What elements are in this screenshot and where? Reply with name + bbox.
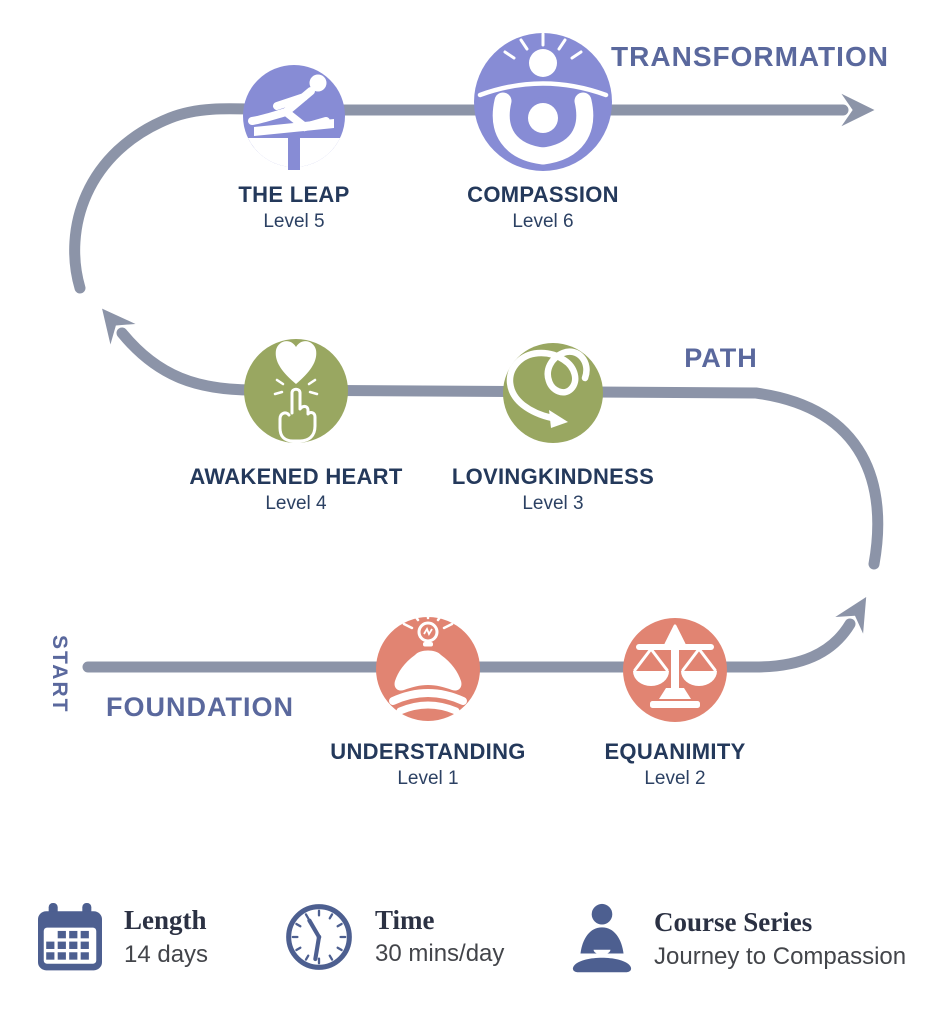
level-label-equanimity: EQUANIMITY Level 2: [575, 739, 775, 790]
lovingkindness-circle: [503, 343, 603, 443]
level-title: COMPASSION: [467, 182, 619, 207]
level-title: AWAKENED HEART: [189, 464, 403, 489]
node-understanding: [376, 608, 480, 721]
node-the-leap: [243, 65, 345, 170]
series-value: Journey to Compassion: [654, 942, 907, 970]
level-number: Level 4: [265, 493, 327, 514]
level-title: EQUANIMITY: [604, 739, 746, 764]
stage-label-path: PATH: [684, 343, 758, 373]
node-awakened-heart: [244, 339, 348, 454]
level-label-awakened-heart: AWAKENED HEART Level 4: [171, 464, 421, 515]
level-label-compassion: COMPASSION Level 6: [443, 182, 643, 233]
stage-label-start: START: [48, 635, 71, 714]
level-number: Level 5: [263, 211, 325, 232]
length-value: 14 days: [124, 940, 209, 968]
node-lovingkindness: [503, 343, 603, 443]
meditating-person-icon: [572, 903, 632, 973]
balance-scales-icon: [633, 624, 717, 708]
awakened-heart-circle: [244, 339, 348, 443]
node-compassion: [474, 32, 612, 171]
path-segment-foundation: [82, 597, 867, 673]
level-number: Level 6: [512, 211, 574, 232]
path-segment-path: [102, 308, 884, 570]
level-title: UNDERSTANDING: [330, 739, 526, 764]
hurdler-icon: [248, 74, 340, 170]
clock-icon: [286, 904, 352, 970]
level-label-lovingkindness: LOVINGKINDNESS Level 3: [428, 464, 678, 515]
node-equanimity: [623, 618, 727, 722]
level-number: Level 2: [644, 768, 706, 789]
level-label-the-leap: THE LEAP Level 5: [194, 182, 394, 233]
stage-label-foundation: FOUNDATION: [106, 692, 294, 722]
looping-heart-arrow-icon: [506, 348, 590, 428]
length-label: Length: [124, 905, 207, 936]
meditation-lightbulb-icon: [389, 608, 467, 715]
hand-touching-heart-icon: [273, 341, 319, 454]
level-title: LOVINGKINDNESS: [451, 464, 655, 489]
time-label: Time: [375, 904, 435, 935]
footer-time: Time 30 mins/day: [285, 903, 504, 971]
series-label: Course Series: [654, 907, 813, 938]
sunrise-open-arms-icon: [477, 32, 609, 165]
level-number: Level 3: [522, 493, 584, 514]
level-label-understanding: UNDERSTANDING Level 1: [303, 739, 553, 790]
calendar-icon: [38, 903, 102, 971]
stage-label-transformation: TRANSFORMATION: [611, 41, 889, 72]
level-number: Level 1: [397, 768, 459, 789]
footer-series: Course Series Journey to Compassion: [572, 903, 906, 976]
time-value: 30 mins/day: [375, 940, 505, 968]
level-title: THE LEAP: [238, 182, 350, 207]
footer-length: Length 14 days: [38, 903, 208, 972]
